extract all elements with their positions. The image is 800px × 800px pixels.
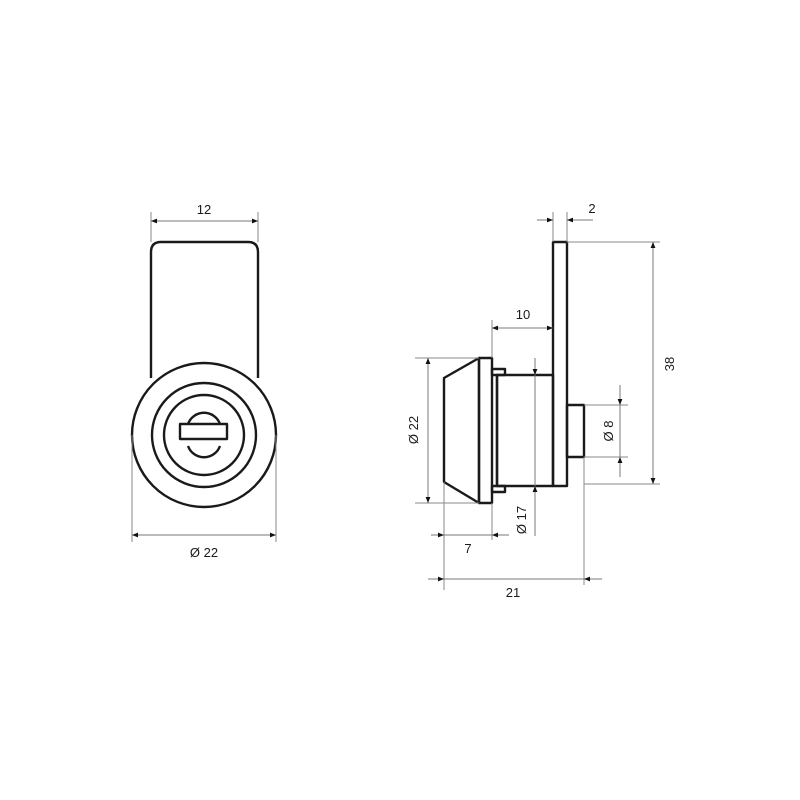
lock-body xyxy=(495,373,555,488)
cam-plate-side xyxy=(551,240,569,488)
lock-head xyxy=(442,356,481,505)
head-flange xyxy=(477,356,494,505)
keyway-top-arc xyxy=(186,411,222,425)
body-inner-circle xyxy=(162,393,246,477)
label-overall-length: 21 xyxy=(506,585,520,600)
keyway-bottom-arc xyxy=(186,445,222,459)
key-slot xyxy=(178,422,229,441)
label-cam-thickness: 2 xyxy=(588,201,595,216)
label-thread-diameter: Ø 17 xyxy=(514,506,529,534)
side-view: 2 38 10 Ø 22 Ø 17 Ø 8 7 xyxy=(406,201,677,600)
body-outer-circle xyxy=(130,361,278,509)
label-head-depth: 7 xyxy=(464,541,471,556)
label-cam-length: 38 xyxy=(662,357,677,371)
label-cam-width: 12 xyxy=(197,202,211,217)
body-middle-circle xyxy=(150,381,258,489)
cam-plate xyxy=(149,240,260,378)
front-view: 12 Ø 22 xyxy=(130,202,278,560)
label-body-diameter: Ø 22 xyxy=(190,545,218,560)
label-head-diameter: Ø 22 xyxy=(406,416,421,444)
label-body-length: 10 xyxy=(516,307,530,322)
spindle xyxy=(565,403,586,459)
label-spindle-diameter: Ø 8 xyxy=(601,421,616,442)
